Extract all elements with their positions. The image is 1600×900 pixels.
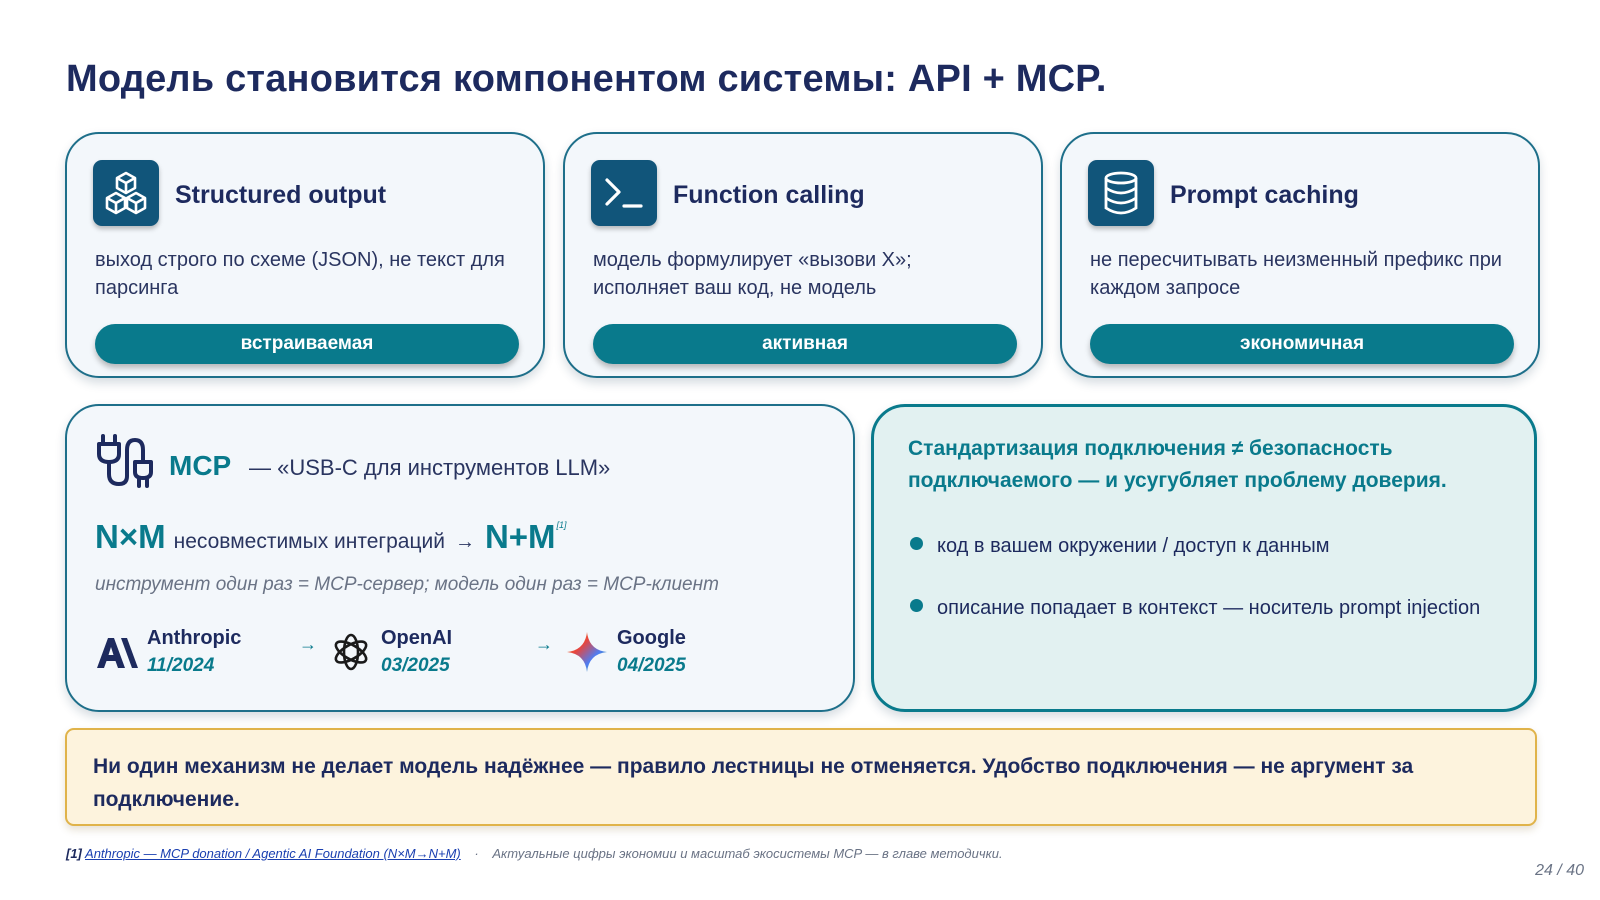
warning-bullet: код в вашем окружении / доступ к данным [910, 535, 1330, 558]
slide-title: Модель становится компонентом системы: A… [66, 58, 1107, 100]
vendor-name: Google [617, 627, 686, 649]
vendor-openai: OpenAI 03/2025 [329, 624, 452, 680]
vendor-date: 11/2024 [147, 655, 215, 676]
vendor-arrow: → [535, 634, 553, 654]
gemini-star-icon [567, 632, 607, 672]
mcp-subtitle: — «USB-C для инструментов LLM» [249, 455, 611, 480]
warning-bullet: описание попадает в контекст — носитель … [910, 597, 1480, 620]
mcp-note: инструмент один раз = MCP-сервер; модель… [95, 574, 719, 595]
page-number: 24 / 40 [1535, 862, 1584, 879]
card-structured-output: Structured output выход строго по схеме … [65, 132, 545, 378]
footnote-link[interactable]: Anthropic — MCP donation / Agentic AI Fo… [85, 846, 461, 861]
vendor-date: 04/2025 [617, 655, 686, 676]
conclusion-banner: Ни один механизм не делает модель надёжн… [65, 728, 1537, 826]
card-function-calling: Function calling модель формулирует «выз… [563, 132, 1043, 378]
vendor-anthropic: Anthropic 11/2024 [95, 624, 241, 680]
warning-title: Стандартизация подключения ≠ безопасност… [908, 437, 1447, 492]
vendor-date: 03/2025 [381, 655, 450, 676]
vendor-google: Google 04/2025 [565, 624, 686, 680]
card-title: Structured output [175, 181, 387, 209]
card-tag: встраиваемая [95, 324, 519, 364]
vendor-name: OpenAI [381, 627, 453, 649]
mcp-panel: MCP — «USB-C для инструментов LLM» N×M н… [65, 404, 855, 712]
formula-ref: [1] [556, 520, 567, 530]
formula-right: N+M [484, 518, 556, 555]
mcp-formula: N×M несовместимых интеграций → N+M [1] [95, 518, 567, 556]
formula-text: несовместимых интеграций [173, 530, 445, 553]
mcp-title: MCP [169, 450, 232, 481]
vendor-arrow: → [299, 634, 317, 654]
card-tag: экономичная [1090, 324, 1514, 364]
card-description: не пересчитывать неизменный префикс при … [1090, 249, 1502, 299]
card-description: выход строго по схеме (JSON), не текст д… [95, 249, 505, 299]
footnote: [1] Anthropic — MCP donation / Agentic A… [66, 846, 1003, 861]
formula-arrow: → [454, 531, 475, 553]
footnote-ref: [1] [66, 846, 82, 861]
vendor-name: Anthropic [147, 627, 242, 649]
card-description: модель формулирует «вызови X»; исполняет… [593, 249, 912, 299]
card-title: Prompt caching [1170, 181, 1359, 209]
formula-left: N×M [95, 518, 166, 555]
card-prompt-caching: Prompt caching не пересчитывать неизменн… [1060, 132, 1540, 378]
card-title: Function calling [673, 181, 865, 209]
banner-text: Ни один механизм не делает модель надёжн… [93, 755, 1414, 811]
card-tag: активная [593, 324, 1017, 364]
footnote-separator: · [474, 846, 479, 861]
bullet-dot [910, 537, 923, 550]
trust-warning-panel: Стандартизация подключения ≠ безопасност… [871, 404, 1537, 712]
footnote-note: Актуальные цифры экономии и масштаб экос… [492, 846, 1003, 861]
database-icon [1088, 160, 1154, 226]
openai-logo-icon [334, 633, 368, 671]
cubes-icon [93, 160, 159, 226]
anthropic-logo-icon [97, 638, 138, 668]
plug-icon [95, 432, 153, 495]
terminal-icon [591, 160, 657, 226]
bullet-text: код в вашем окружении / доступ к данным [937, 535, 1330, 557]
bullet-dot [910, 599, 923, 612]
bullet-text: описание попадает в контекст — носитель … [937, 597, 1481, 619]
